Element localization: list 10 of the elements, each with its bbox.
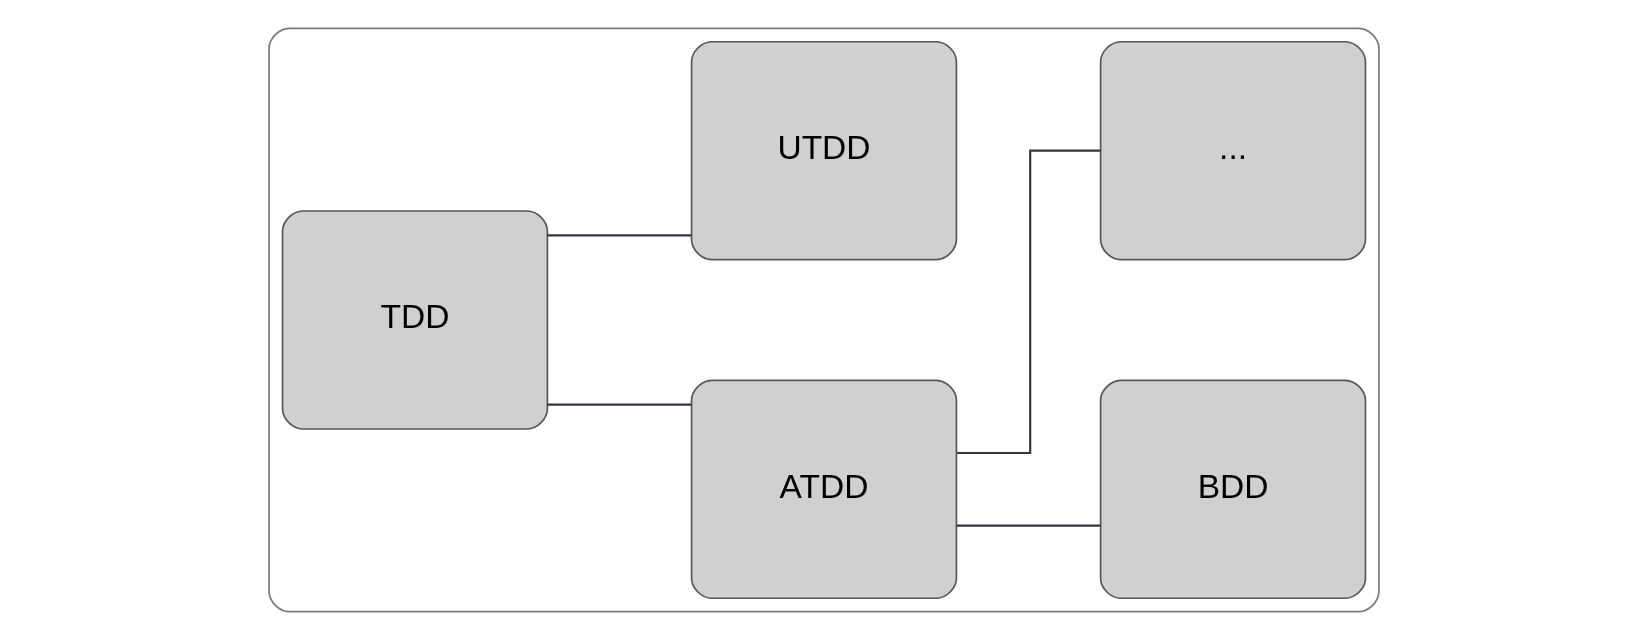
- connector: [547, 234, 692, 237]
- node-box: UTDD: [690, 40, 958, 261]
- node-box: ATDD: [690, 379, 958, 600]
- node-box: BDD: [1099, 379, 1367, 600]
- connector: [547, 403, 692, 406]
- connector: [956, 524, 1101, 527]
- node-box: ...: [1099, 40, 1367, 261]
- cluster: [268, 27, 1380, 613]
- connector: [956, 149, 1101, 455]
- node-box: TDD: [281, 210, 549, 430]
